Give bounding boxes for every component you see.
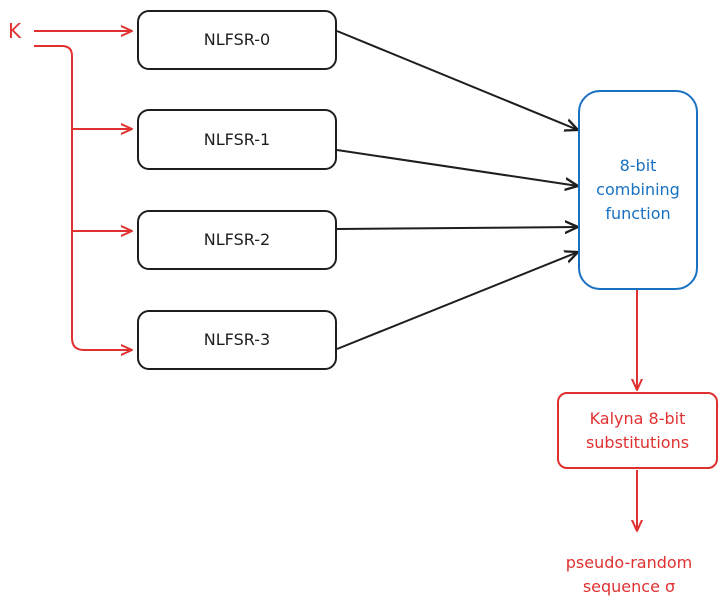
- nlfsr-0-label: NLFSR-0: [203, 30, 271, 49]
- substitution-box: Kalyna 8-bit substitutions: [557, 392, 718, 469]
- nlfsr-2-box: NLFSR-2: [137, 210, 337, 270]
- nlfsr-3-to-combiner-arrow: [336, 252, 578, 350]
- nlfsr-1-label: NLFSR-1: [203, 129, 271, 149]
- nlfsr-3-box: NLFSR-3: [137, 310, 337, 370]
- key-bus-line: [34, 45, 132, 350]
- output-sequence-label: pseudo-random sequence σ: [565, 553, 693, 596]
- nlfsr-1-box: NLFSR-1: [137, 109, 337, 170]
- nlfsr-2-label: NLFSR-2: [203, 230, 271, 249]
- combining-function-box: 8-bit combining function: [578, 90, 698, 290]
- nlfsr-0-to-combiner-arrow: [336, 30, 578, 130]
- nlfsr-0-box: NLFSR-0: [137, 10, 337, 70]
- nlfsr-1-to-combiner-arrow: [336, 149, 578, 186]
- key-label: K: [8, 19, 22, 43]
- nlfsr-3-label: NLFSR-3: [203, 330, 271, 349]
- nlfsr-2-to-combiner-arrow: [336, 227, 578, 229]
- substitution-label: Kalyna 8-bit substitutions: [585, 408, 690, 452]
- combining-function-label: 8-bit combining function: [596, 156, 680, 223]
